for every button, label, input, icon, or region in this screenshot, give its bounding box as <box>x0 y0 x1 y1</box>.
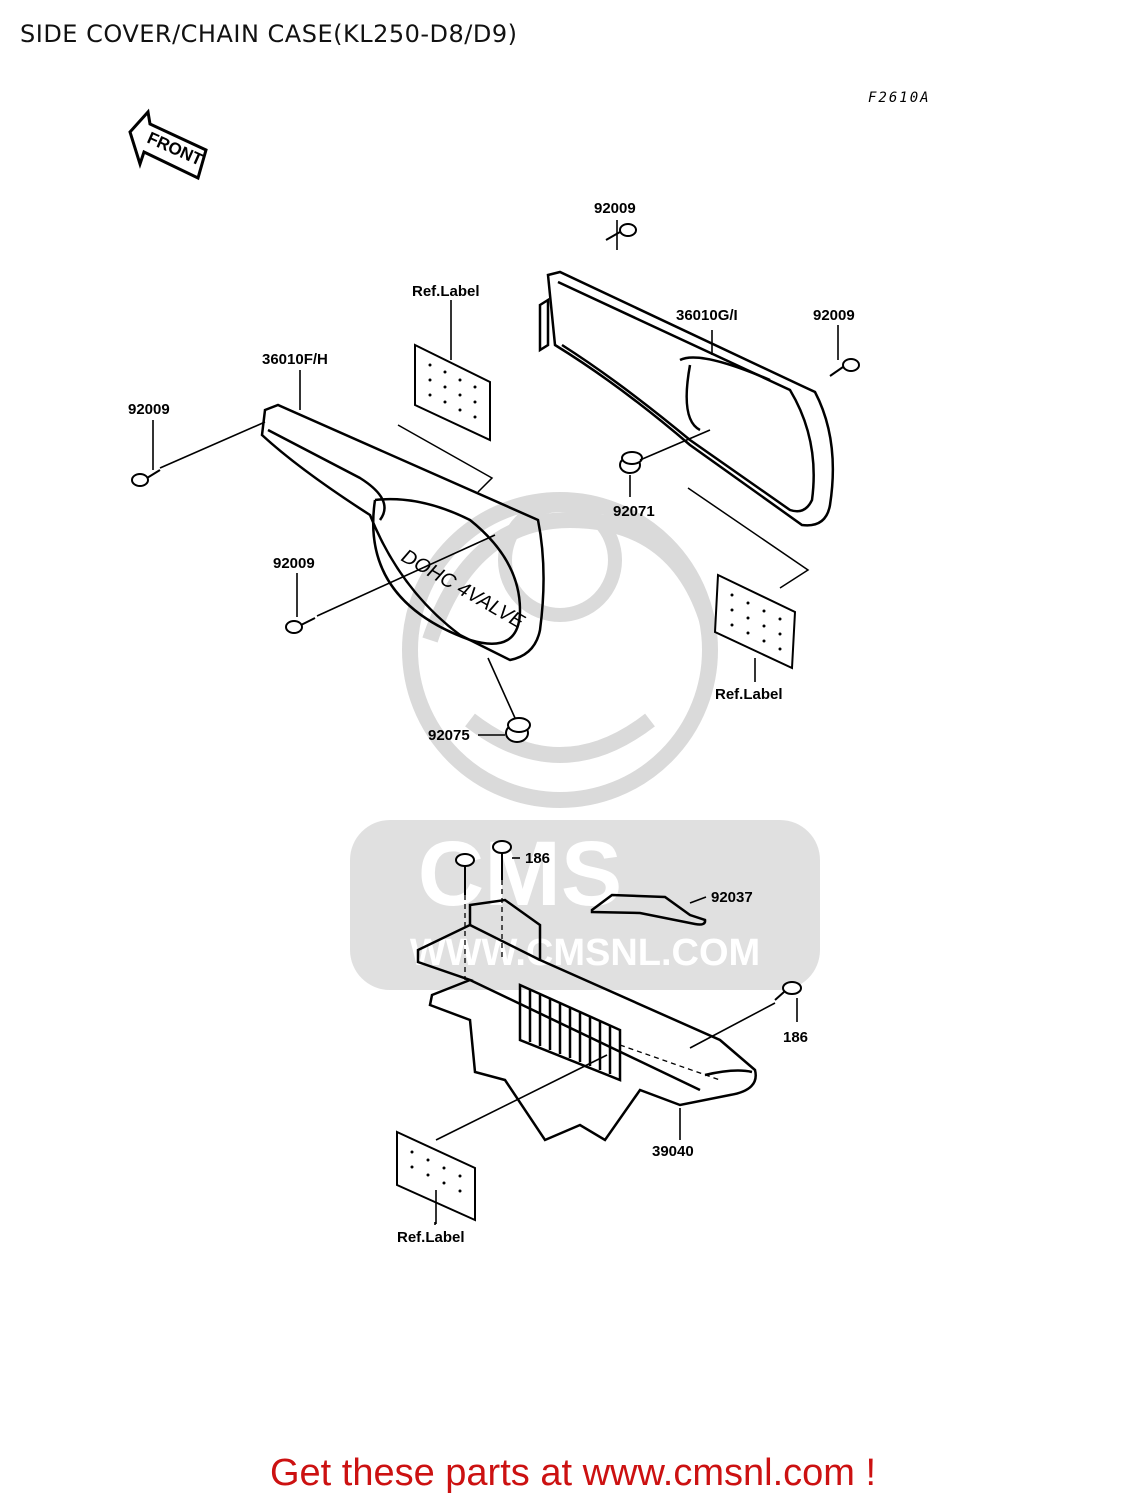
callout-reflabel-bottom: Ref.Label <box>397 1229 465 1246</box>
leader-lines <box>152 220 839 1225</box>
guide-lines <box>397 424 810 589</box>
callout-reflabel-top: Ref.Label <box>412 283 480 300</box>
footer-promo[interactable]: Get these parts at www.cmsnl.com ! <box>269 1452 877 1494</box>
screw-92009-left <box>131 469 161 487</box>
callout-186-top: 186 <box>525 850 550 867</box>
grommet-92075 <box>505 717 531 743</box>
ref-label-right <box>713 573 797 670</box>
bolt-186-a <box>455 853 475 895</box>
ref-label-bottom <box>396 1130 476 1222</box>
callout-186-right: 186 <box>783 1029 808 1046</box>
callout-36010gi: 36010G/I <box>676 307 738 324</box>
clip-92037 <box>590 893 707 926</box>
watermark-brand: CMS <box>418 823 622 925</box>
watermark-url: WWW.CMSNL.COM <box>410 932 760 974</box>
callout-92075: 92075 <box>428 727 470 744</box>
callout-reflabel-right: Ref.Label <box>715 686 783 703</box>
front-arrow: FRONT <box>128 108 208 181</box>
callout-92009-left: 92009 <box>128 401 170 418</box>
screw-92009-mid <box>285 617 316 634</box>
page-title: SIDE COVER/CHAIN CASE(KL250-D8/D9) <box>20 20 518 48</box>
callout-92009-top: 92009 <box>594 200 636 217</box>
chain-case <box>416 898 757 1142</box>
right-side-cover <box>538 270 835 527</box>
callout-92071: 92071 <box>613 503 655 520</box>
grommet-92071 <box>619 451 643 474</box>
figure-code: F2610A <box>868 90 931 106</box>
screw-92009-right <box>829 358 860 377</box>
bolt-186-b <box>492 840 512 880</box>
dashed-lines <box>464 880 721 1081</box>
screw-92009-top <box>605 223 637 241</box>
callout-92009-right: 92009 <box>813 307 855 324</box>
callout-92037: 92037 <box>711 889 753 906</box>
callout-39040: 39040 <box>652 1143 694 1160</box>
bolt-186-c <box>774 981 802 1001</box>
ref-label-top <box>414 343 491 442</box>
parts-diagram: CMS WWW.CMSNL.COM FRONT DOHC 4VALVE <box>128 108 860 1246</box>
callout-92009-mid: 92009 <box>273 555 315 572</box>
callout-36010fh: 36010F/H <box>262 351 328 368</box>
